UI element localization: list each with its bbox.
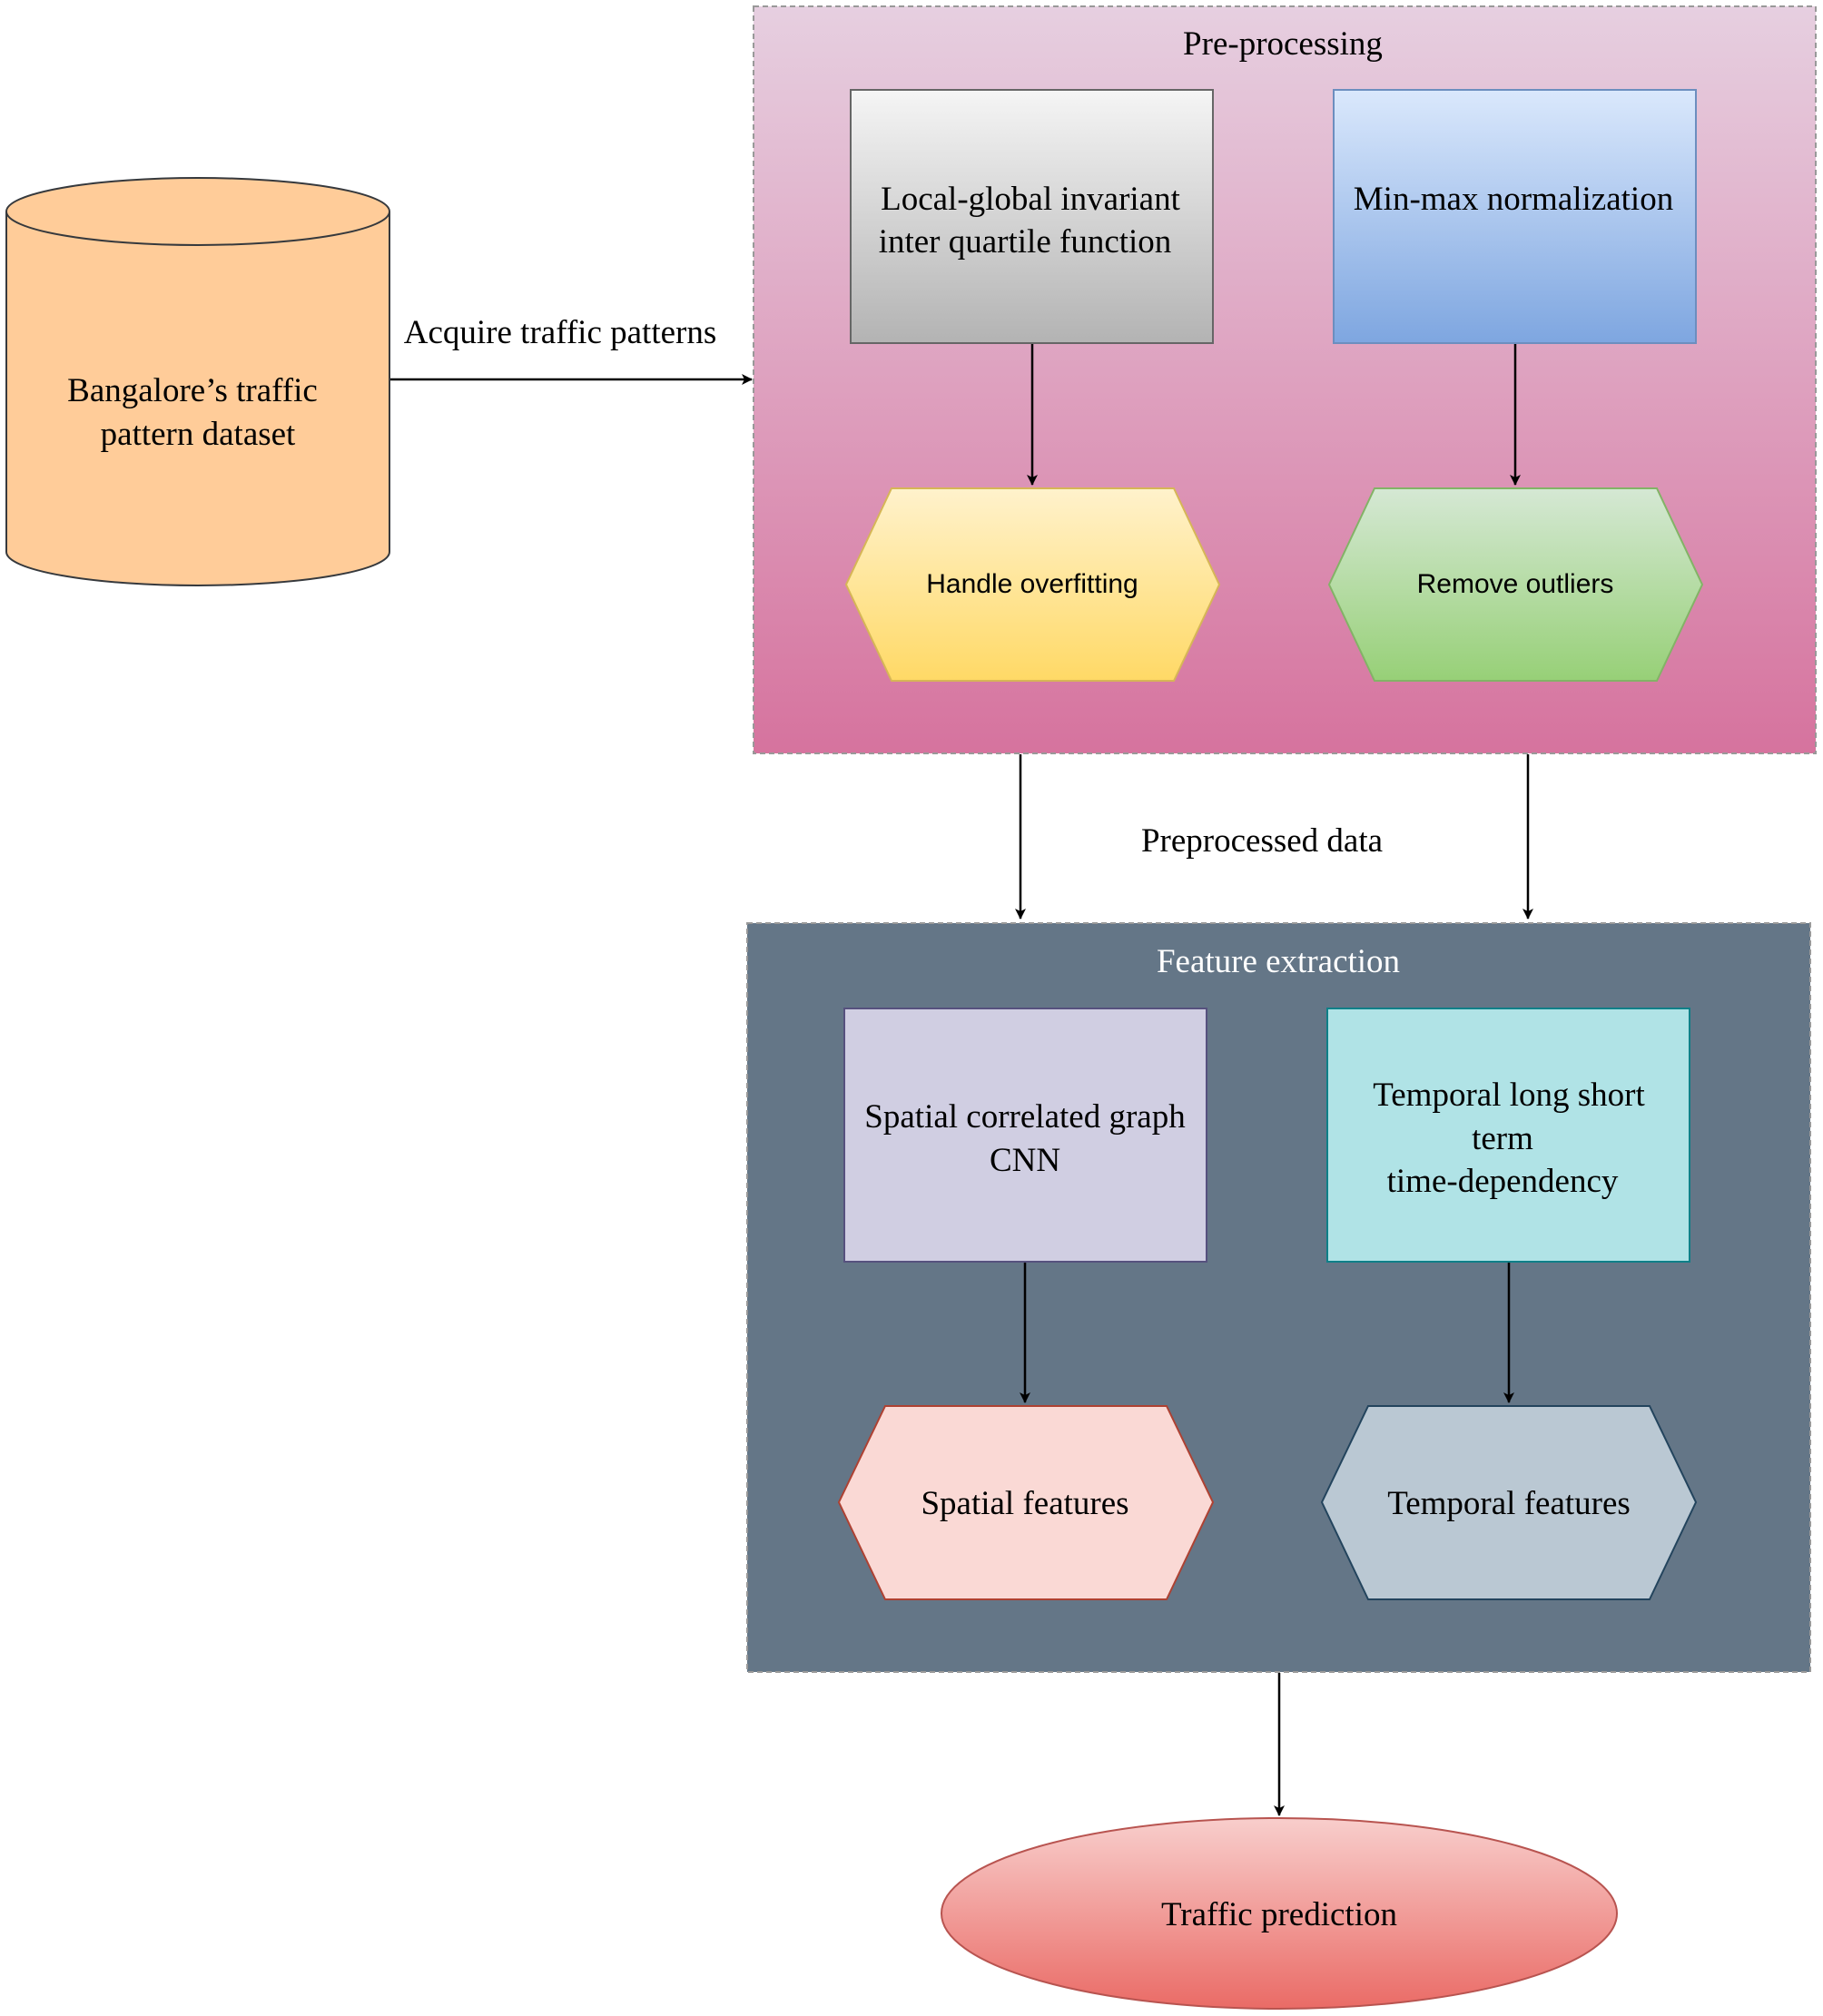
iqr-function-box: Local-global invariant inter quartile fu… — [850, 89, 1214, 344]
preprocessing-title: Pre-processing — [1183, 25, 1383, 63]
iqr-function-line2: inter quartile function — [879, 223, 1172, 261]
temporal-lstm-line1: Temporal long short — [1373, 1077, 1645, 1114]
temporal-lstm-line2: term — [1472, 1120, 1533, 1157]
preprocessing-container: Pre-processing Local-global invariant in… — [753, 5, 1817, 754]
iqr-function-line1: Local-global invariant — [881, 181, 1181, 218]
dataset-label-line2: pattern dataset — [101, 416, 296, 453]
traffic-prediction-ellipse: Traffic prediction — [941, 1817, 1618, 2010]
spatial-cnn-box: Spatial correlated graph CNN — [843, 1008, 1207, 1263]
remove-outliers-label: Remove outliers — [1417, 569, 1614, 599]
temporal-lstm-box: Temporal long short term time-dependency — [1326, 1008, 1690, 1263]
feature-extraction-container: Feature extraction Spatial correlated gr… — [746, 922, 1811, 1673]
temporal-features-hexagon: Temporal features — [1320, 1405, 1698, 1600]
temporal-features-label: Temporal features — [1387, 1485, 1631, 1522]
preprocessed-label: Preprocessed data — [1141, 822, 1383, 860]
spatial-cnn-line1: Spatial correlated graph — [864, 1098, 1186, 1136]
handle-overfitting-hexagon: Handle overfitting — [844, 487, 1221, 682]
spatial-features-hexagon: Spatial features — [837, 1405, 1215, 1600]
feature-extraction-title: Feature extraction — [1157, 943, 1400, 980]
spatial-features-label: Spatial features — [921, 1485, 1128, 1522]
remove-outliers-hexagon: Remove outliers — [1327, 487, 1704, 682]
spatial-cnn-line2: CNN — [990, 1142, 1060, 1179]
dataset-label-line1: Bangalore’s traffic — [67, 372, 318, 409]
temporal-lstm-line3: time-dependency — [1387, 1163, 1619, 1200]
acquire-label: Acquire traffic patterns — [404, 314, 717, 351]
traffic-prediction-label: Traffic prediction — [1161, 1896, 1397, 1933]
minmax-normalization-label: Min-max normalization — [1354, 181, 1673, 218]
dataset-cylinder: Bangalore’s traffic pattern dataset — [5, 177, 390, 586]
handle-overfitting-label: Handle overfitting — [926, 569, 1138, 599]
minmax-normalization-box: Min-max normalization — [1333, 89, 1697, 344]
